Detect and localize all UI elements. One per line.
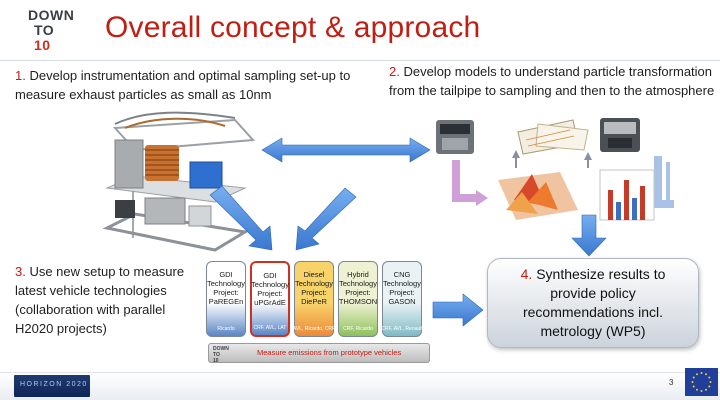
logo-line-2: TO [34,22,55,38]
page-number: 3 [669,378,674,387]
project-card-label: GDI Technology Project: uPGrAdE [251,271,289,307]
sampling-rig-image [102,111,256,252]
project-card-partners: CRF, AVL, Renault [381,326,423,332]
eu-flag-icon [685,368,718,396]
project-card-partners: Ricardo [217,326,235,332]
logo-line-1: DOWN [28,7,75,23]
projects-to-synthesis-arrow [432,293,484,327]
center-to-projects-arrow [295,187,357,251]
footer-band [0,372,720,400]
down-to-10-logo: DOWN TO 10 [28,8,88,56]
project-card-upgrade: GDI Technology Project: uPGrAdE CRF, AVL… [250,261,290,337]
project-card-partners: CRF, Ricardo [343,326,373,332]
project-card-paregen: GDI Technology Project: PaREGEn Ricardo [206,261,246,337]
title-divider [0,60,720,61]
synthesis-text: 4. Synthesize results to provide policy … [498,265,688,341]
programme-label: HORIZON 2020 [20,381,88,388]
step-3-text: 3. Use new setup to measure latest vehic… [15,262,200,338]
step-1-description: Develop instrumentation and optimal samp… [15,68,351,102]
slide-title: Overall concept & approach [105,11,481,44]
footer: HORIZON 2020 [0,372,720,405]
projects-panel: GDI Technology Project: PaREGEn Ricardo … [200,255,432,365]
measurement-bar: DOWN TO 10 Measure emissions from protot… [208,343,430,364]
project-card-label: Hybrid Technology Project: THOMSON [338,270,378,306]
bar-logo: DOWN TO 10 [213,346,229,364]
logo-line-3: 10 [34,37,51,53]
horizon-2020-logo: HORIZON 2020 [14,375,90,397]
step-2-number: 2. [389,64,400,79]
bar-text: Measure emissions from prototype vehicle… [257,348,402,357]
step-1-text: 1. Develop instrumentation and optimal s… [15,66,360,104]
step-4-description: Synthesize results to provide policy rec… [522,266,666,339]
project-card-gason: CNG Technology Project: GASON CRF, AVL, … [381,261,423,337]
bidirectional-arrow [261,137,431,163]
models-diagram [436,118,674,221]
project-card-label: GDI Technology Project: PaREGEn [207,270,245,306]
step-3-description: Use new setup to measure latest vehicle … [15,264,185,336]
project-card-dieper: Diesel Technology Project: DiePeR AVL, R… [292,261,336,337]
project-card-label: CNG Technology Project: GASON [383,270,421,306]
step-2-text: 2. Develop models to understand particle… [389,62,719,100]
synthesis-box: 4. Synthesize results to provide policy … [487,258,699,348]
step-2-description: Develop models to understand particle tr… [389,64,715,98]
step-4-number: 4. [520,266,533,282]
project-card-partners: CRF, AVL, LAT [253,325,287,331]
step-3-number: 3. [15,264,26,279]
step-1-number: 1. [15,68,26,83]
project-card-label: Diesel Technology Project: DiePeR [295,270,333,306]
project-card-thomson: Hybrid Technology Project: THOMSON CRF, … [338,261,378,337]
project-card-partners: AVL, Ricardo, CRF [292,326,336,332]
